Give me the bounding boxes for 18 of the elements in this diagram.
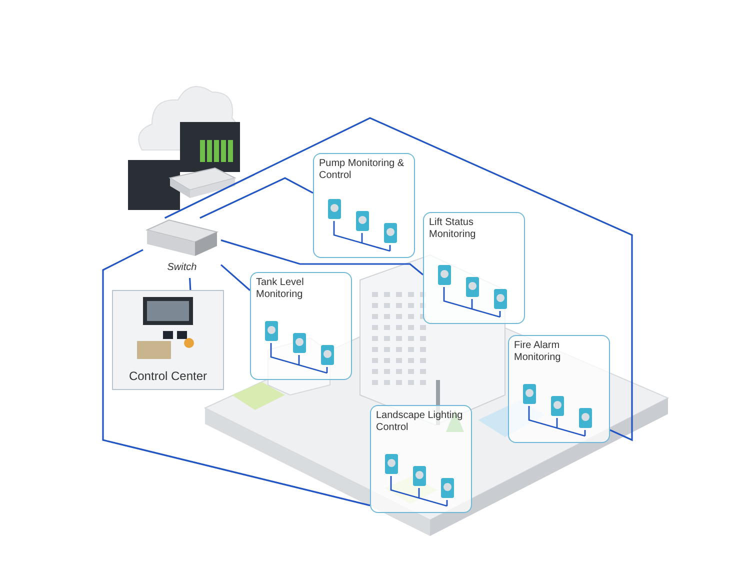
monitoring-panel bbox=[313, 153, 415, 258]
monitoring-panel bbox=[370, 405, 472, 513]
panel-title: Tank Level Monitoring bbox=[255, 276, 305, 301]
device-label: Switch bbox=[166, 262, 198, 273]
control-room bbox=[112, 290, 224, 390]
panel-title: Lift Status Monitoring bbox=[428, 216, 477, 241]
panel-title: Fire Alarm Monitoring bbox=[513, 339, 562, 364]
network-cable bbox=[220, 239, 424, 276]
monitoring-panel bbox=[423, 212, 525, 324]
room-label: Control Center bbox=[128, 369, 208, 383]
monitoring-panel bbox=[508, 335, 610, 443]
network-cable bbox=[102, 249, 370, 506]
network-cable bbox=[200, 177, 314, 219]
monitoring-panel bbox=[250, 272, 352, 380]
network-cable bbox=[189, 278, 192, 290]
panel-title: Pump Monitoring & Control bbox=[318, 157, 406, 182]
panel-title: Landscape Lighting Control bbox=[375, 409, 464, 434]
network-cable bbox=[220, 264, 251, 291]
